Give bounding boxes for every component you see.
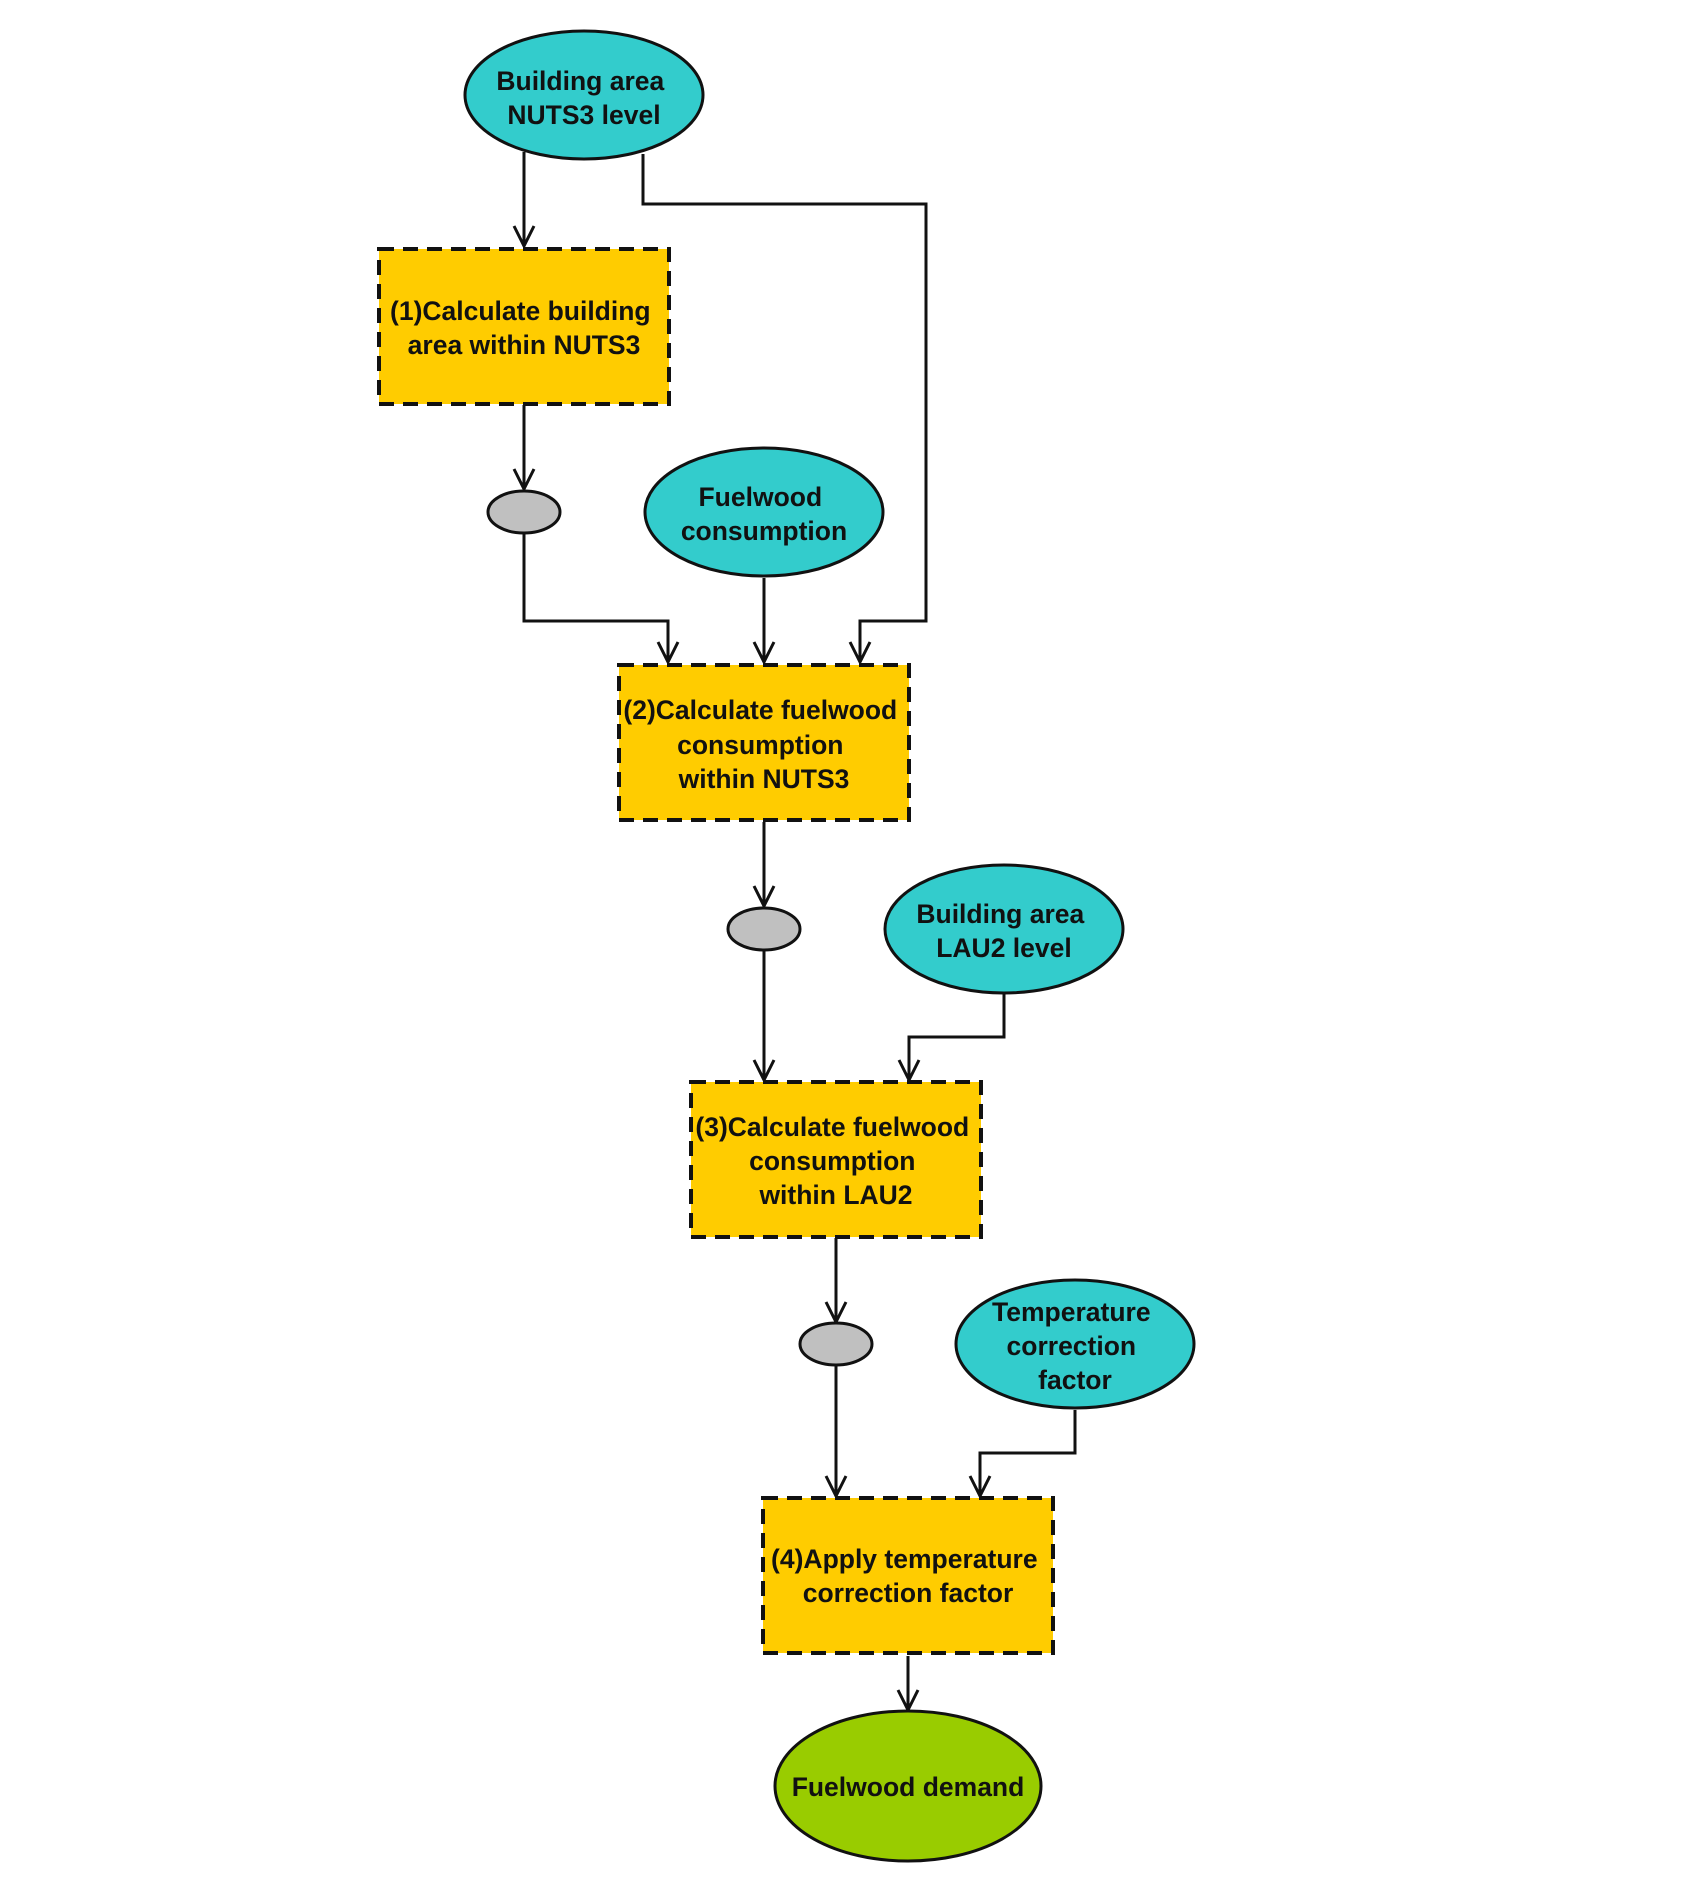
edge-intermediate-1-to-step2 <box>522 532 668 662</box>
process-step-3-label: (3)Calculate fuelwood consumption within… <box>695 1112 976 1210</box>
process-step-1: (1)Calculate building area within NUTS3 <box>377 247 671 406</box>
input-building-area-nuts3-shape <box>463 29 705 161</box>
process-step-2-box <box>617 663 911 822</box>
input-building-area-lau2-label: Building area LAU2 level <box>916 899 1091 963</box>
process-step-2: (2)Calculate fuelwood consumption within… <box>617 663 911 822</box>
input-fuelwood-consumption-shape <box>643 446 885 578</box>
input-building-area-lau2: Building area LAU2 level <box>883 863 1125 995</box>
input-building-area-nuts3: Building area NUTS3 level <box>463 29 705 161</box>
input-temperature-correction-factor-label: Temperature correction factor <box>992 1297 1158 1395</box>
input-fuelwood-consumption-label: Fuelwood consumption <box>681 482 847 546</box>
input-temperature-correction-factor-shape <box>954 1278 1196 1410</box>
edge-temperature-to-step4 <box>980 1410 1077 1496</box>
process-step-1-box <box>377 247 671 406</box>
edge-nuts3-to-step2 <box>641 154 928 662</box>
process-step-3-box <box>689 1080 983 1239</box>
input-building-area-nuts3-label: Building area NUTS3 level <box>496 66 671 130</box>
edge-lau2-to-step3 <box>909 994 1006 1080</box>
process-step-4-label: (4)Apply temperature correction factor <box>771 1544 1045 1608</box>
output-fuelwood-demand-shape <box>773 1709 1043 1863</box>
edges <box>522 152 1077 1710</box>
process-step-4-box <box>761 1496 1055 1655</box>
process-step-4: (4)Apply temperature correction factor <box>761 1496 1055 1655</box>
input-fuelwood-consumption: Fuelwood consumption <box>643 446 885 578</box>
output-fuelwood-demand-label: Fuelwood demand <box>792 1772 1025 1802</box>
intermediate-node-2 <box>726 906 802 952</box>
process-step-3: (3)Calculate fuelwood consumption within… <box>689 1080 983 1239</box>
input-building-area-lau2-shape <box>883 863 1125 995</box>
process-step-1-label: (1)Calculate building area within NUTS3 <box>390 296 658 360</box>
process-step-2-label: (2)Calculate fuelwood consumption within… <box>623 695 904 794</box>
intermediate-node-1 <box>486 489 562 535</box>
input-temperature-correction-factor: Temperature correction factor <box>954 1278 1196 1410</box>
output-fuelwood-demand: Fuelwood demand <box>773 1709 1043 1863</box>
intermediate-node-3 <box>798 1321 874 1367</box>
